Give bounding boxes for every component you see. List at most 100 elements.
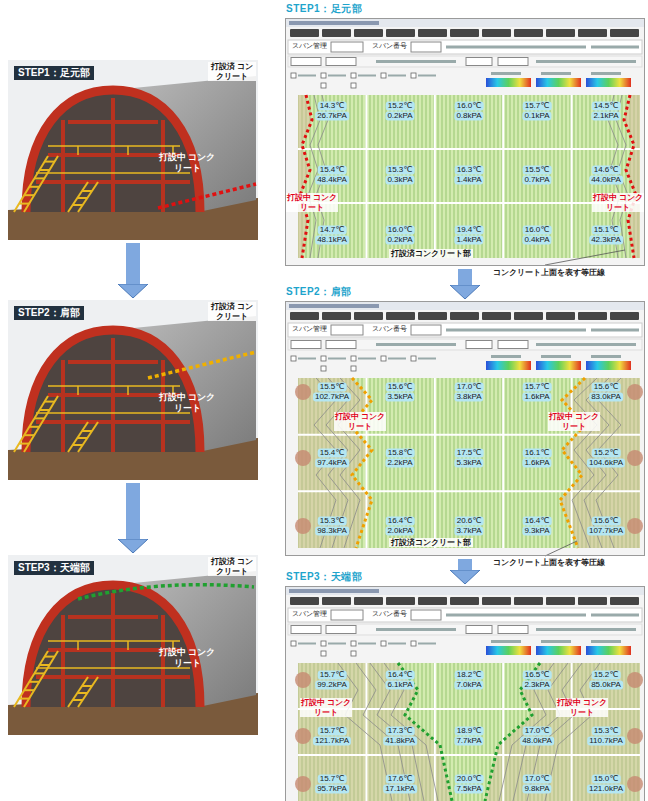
sensor-value: 48.1kPA — [315, 235, 349, 244]
sensor-value: 15.6℃ — [592, 382, 621, 391]
ui-label: スパン番号 — [372, 42, 407, 50]
sensor-value: 0.2kPA — [385, 111, 414, 120]
sensor-value: 15.5℃ — [318, 382, 347, 391]
illustration-panel: STEP2：肩部 打設済 コンクリート打設中 コンクリート — [8, 300, 258, 480]
concrete-label: 打設中 コンクリート — [156, 392, 218, 414]
sensor-value: 0.4kPA — [522, 235, 551, 244]
step-title: STEP2：肩部 — [14, 306, 84, 320]
sensor-value: 19.4℃ — [455, 225, 484, 234]
callout-note: コンクリート上面を表す等圧線 — [492, 558, 606, 567]
step-title: STEP2：肩部 — [286, 286, 352, 298]
illustration-panel: STEP3：天端部 打設済 コンクリート打設中 コンクリート — [8, 555, 258, 735]
sensor-value: 121.7kPA — [313, 736, 351, 745]
concrete-label: 打設中 コンクリート — [592, 193, 644, 212]
ui-label: スパン管理 — [292, 610, 327, 618]
concrete-label: 打設済コンクリート部 — [389, 249, 473, 258]
sensor-value: 9.8kPA — [522, 784, 551, 793]
sensor-value: 15.6℃ — [592, 516, 621, 525]
sensor-value: 7.0kPA — [454, 680, 483, 689]
concrete-label: 打設済 コンクリート — [208, 62, 256, 81]
illustration-panel: STEP1：足元部 打設済 コンクリート打設中 コンクリート — [8, 60, 258, 240]
sensor-value: 15.7℃ — [318, 774, 347, 783]
sensor-value: 15.3℃ — [592, 726, 621, 735]
sensor-value: 3.7kPA — [454, 526, 483, 535]
concrete-label: 打設中 コンクリート — [286, 193, 338, 212]
sensor-value: 16.4℃ — [386, 670, 415, 679]
sensor-value: 15.7℃ — [318, 726, 347, 735]
sensor-value: 16.0℃ — [523, 225, 552, 234]
callout-note: コンクリート上面を表す等圧線 — [492, 268, 606, 277]
step-title: STEP1：足元部 — [286, 3, 362, 15]
sensor-value: 18.9℃ — [455, 726, 484, 735]
sensor-value: 16.0℃ — [455, 101, 484, 110]
sensor-value: 48.0kPA — [520, 736, 554, 745]
step-title: STEP3：天端部 — [14, 561, 94, 575]
sensor-value: 0.3kPA — [385, 175, 414, 184]
sensor-value: 41.8kPA — [383, 736, 417, 745]
sensor-value: 16.4℃ — [523, 516, 552, 525]
sensor-value: 3.5kPA — [385, 392, 414, 401]
sensor-value: 16.5℃ — [523, 670, 552, 679]
monitor-screen — [285, 18, 645, 801]
sensor-value: 110.7kPA — [587, 736, 625, 745]
sensor-value: 15.2℃ — [386, 101, 415, 110]
sensor-value: 17.0℃ — [523, 726, 552, 735]
flow-arrow — [126, 483, 140, 539]
sensor-value: 15.7℃ — [523, 382, 552, 391]
step-title: STEP3：天端部 — [286, 571, 362, 583]
concrete-label: 打設済 コンクリート — [208, 302, 256, 321]
sensor-value: 121.0kPA — [587, 784, 625, 793]
ui-label: スパン番号 — [372, 325, 407, 333]
sensor-value: 16.0℃ — [386, 225, 415, 234]
sensor-value: 20.0℃ — [455, 774, 484, 783]
sensor-value: 0.7kPA — [522, 175, 551, 184]
sensor-value: 15.4℃ — [318, 165, 347, 174]
sensor-value: 14.6℃ — [592, 165, 621, 174]
step-title: STEP1：足元部 — [14, 66, 94, 80]
sensor-value: 18.2℃ — [455, 670, 484, 679]
sensor-value: 2.2kPA — [385, 458, 414, 467]
concrete-label: 打設中 コンクリート — [300, 698, 352, 717]
screen-panel: STEP3：天端部 — [285, 586, 645, 801]
sensor-value: 97.4kPA — [315, 458, 349, 467]
sensor-value: 48.4kPA — [315, 175, 349, 184]
sensor-value: 2.0kPA — [385, 526, 414, 535]
sensor-value: 85.0kPA — [589, 680, 623, 689]
sensor-value: 15.3℃ — [318, 516, 347, 525]
sensor-value: 1.4kPA — [454, 235, 483, 244]
tunnel-illustration — [8, 60, 258, 735]
sensor-value: 2.1kPA — [591, 111, 620, 120]
sensor-value: 104.6kPA — [587, 458, 625, 467]
sensor-value: 7.7kPA — [454, 736, 483, 745]
sensor-value: 17.6℃ — [386, 774, 415, 783]
sensor-value: 15.7℃ — [318, 670, 347, 679]
concrete-label: 打設済 コンクリート — [208, 557, 256, 576]
sensor-value: 16.3℃ — [455, 165, 484, 174]
sensor-value: 15.2℃ — [592, 448, 621, 457]
sensor-value: 15.2℃ — [592, 670, 621, 679]
concrete-label: 打設中 コンクリート — [156, 647, 218, 669]
sensor-value: 9.3kPA — [522, 526, 551, 535]
sensor-value: 14.5℃ — [592, 101, 621, 110]
flow-arrow — [126, 243, 140, 284]
sensor-value: 15.6℃ — [386, 382, 415, 391]
sensor-value: 15.0℃ — [592, 774, 621, 783]
sensor-value: 17.0℃ — [455, 382, 484, 391]
sensor-value: 0.8kPA — [454, 111, 483, 120]
sensor-value: 17.0℃ — [523, 774, 552, 783]
concrete-label: 打設中 コンクリート — [156, 152, 218, 174]
flow-arrow — [458, 269, 472, 285]
sensor-value: 14.3℃ — [318, 101, 347, 110]
sensor-value: 15.8℃ — [386, 448, 415, 457]
sensor-value: 17.1kPA — [383, 784, 417, 793]
sensor-value: 98.3kPA — [315, 526, 349, 535]
concrete-label: 打設中 コンクリート — [334, 412, 386, 431]
sensor-value: 2.3kPA — [522, 680, 551, 689]
sensor-value: 107.7kPA — [587, 526, 625, 535]
ui-label: スパン番号 — [372, 610, 407, 618]
sensor-value: 102.7kPA — [313, 392, 351, 401]
sensor-value: 0.1kPA — [522, 111, 551, 120]
sensor-value: 15.4℃ — [318, 448, 347, 457]
sensor-value: 95.7kPA — [315, 784, 349, 793]
